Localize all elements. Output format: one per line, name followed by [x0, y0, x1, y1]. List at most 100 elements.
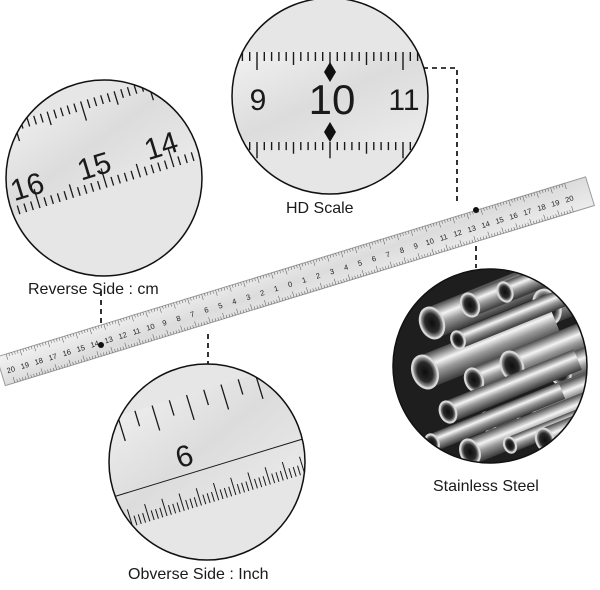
- reverse-tick: [143, 166, 148, 176]
- ruler-tick: [410, 258, 412, 262]
- ruler-tick: [89, 356, 91, 360]
- obverse-tick: [237, 379, 244, 395]
- reverse-tick: [90, 182, 95, 192]
- ruler-tick: [313, 260, 316, 266]
- ruler-tick: [259, 304, 261, 308]
- reverse-tick: [83, 184, 88, 194]
- ruler-tick: [192, 325, 194, 329]
- ruler-tick: [431, 248, 434, 255]
- ruler-tick: [321, 257, 323, 261]
- ruler-tick: [204, 293, 206, 297]
- ruler-tick: [563, 211, 566, 215]
- ruler-tick: [8, 353, 10, 357]
- caption-hd-scale: HD Scale: [286, 200, 354, 217]
- ruler-tick: [346, 278, 348, 282]
- ruler-tick: [138, 338, 141, 345]
- ruler-tick: [161, 334, 164, 338]
- ruler-tick: [198, 295, 200, 299]
- ruler-tick: [459, 240, 462, 247]
- ruler-tick: [403, 257, 407, 264]
- ruler-tick: [349, 248, 351, 252]
- ruler-label: 17: [522, 206, 533, 217]
- ruler-tick: [75, 332, 78, 339]
- ruler-tick: [267, 302, 270, 306]
- ruler-tick: [38, 372, 41, 376]
- obverse-tick: [144, 503, 151, 522]
- ruler-tick: [254, 277, 256, 281]
- ruler-tick: [220, 288, 223, 292]
- obverse-tick: [271, 473, 276, 484]
- ruler-tick: [282, 269, 284, 273]
- ruler-tick: [340, 251, 344, 258]
- reverse-tick: [190, 152, 195, 162]
- obverse-tick: [254, 478, 258, 489]
- ruler-tick: [190, 297, 192, 301]
- reverse-tick: [221, 59, 224, 68]
- reverse-tick: [79, 101, 88, 121]
- reverse-tick: [184, 154, 188, 164]
- obverse-tick: [379, 441, 382, 451]
- ruler-label: 1: [273, 284, 280, 294]
- obverse-tick: [358, 447, 361, 457]
- ruler-tick: [375, 265, 379, 272]
- ruler-tick: [287, 296, 289, 300]
- ruler-tick: [382, 238, 386, 245]
- ruler-tick: [122, 346, 124, 350]
- ruler-label: 11: [439, 232, 449, 243]
- obverse-tick: [275, 472, 280, 482]
- ruler-tick: [561, 212, 563, 216]
- ruler-tick: [368, 271, 370, 275]
- reverse-tick: [66, 105, 71, 115]
- reverse-tick: [214, 61, 220, 80]
- ruler-tick: [136, 342, 138, 346]
- ruler-tick: [343, 279, 345, 283]
- ruler-tick: [429, 252, 432, 256]
- ruler-label: 2: [315, 271, 322, 281]
- ruler-tick: [430, 224, 432, 228]
- ruler-tick: [415, 256, 418, 260]
- ruler-tick: [338, 252, 340, 256]
- ruler-tick: [117, 348, 119, 352]
- ruler-tick: [226, 286, 228, 290]
- obverse-tick: [185, 499, 190, 510]
- ruler-label: 5: [357, 258, 364, 268]
- reverse-tick: [113, 91, 119, 105]
- ruler-tick: [343, 250, 346, 254]
- ruler-tick: [405, 231, 407, 235]
- ruler-tick: [553, 186, 555, 190]
- ruler-tick: [501, 227, 504, 234]
- reverse-tick: [76, 186, 81, 196]
- obverse-tick: [359, 342, 367, 367]
- obverse-tick: [332, 455, 335, 465]
- ruler-tick: [399, 233, 401, 237]
- obverse-tick: [362, 446, 365, 456]
- ruler-tick: [337, 280, 340, 284]
- ruler-tick: [550, 187, 553, 194]
- ruler-tick: [413, 257, 415, 261]
- ruler-tick: [401, 261, 404, 265]
- ruler-tick: [541, 218, 543, 222]
- ruler-tick: [530, 193, 533, 197]
- ruler-tick: [240, 282, 242, 286]
- ruler-label: 14: [89, 339, 100, 350]
- obverse-tick: [345, 451, 348, 461]
- reverse-tick: [106, 93, 111, 103]
- obverse-tick: [351, 441, 356, 458]
- ruler-tick: [306, 287, 309, 294]
- obverse-tick: [236, 483, 241, 494]
- ruler-tick: [543, 214, 546, 221]
- ruler-tick: [184, 327, 186, 331]
- obverse-tick: [120, 519, 125, 530]
- ruler-tick: [312, 288, 314, 292]
- ruler-tick: [505, 229, 507, 233]
- ruler-tick: [109, 322, 111, 326]
- ruler-tick: [91, 355, 94, 359]
- marker-bottom-icon: [324, 122, 336, 142]
- ruler-tick: [250, 304, 253, 311]
- ruler-tick: [359, 273, 362, 277]
- reverse-tick: [208, 63, 211, 72]
- ruler-tick: [472, 211, 474, 215]
- obverse-tick: [341, 348, 346, 363]
